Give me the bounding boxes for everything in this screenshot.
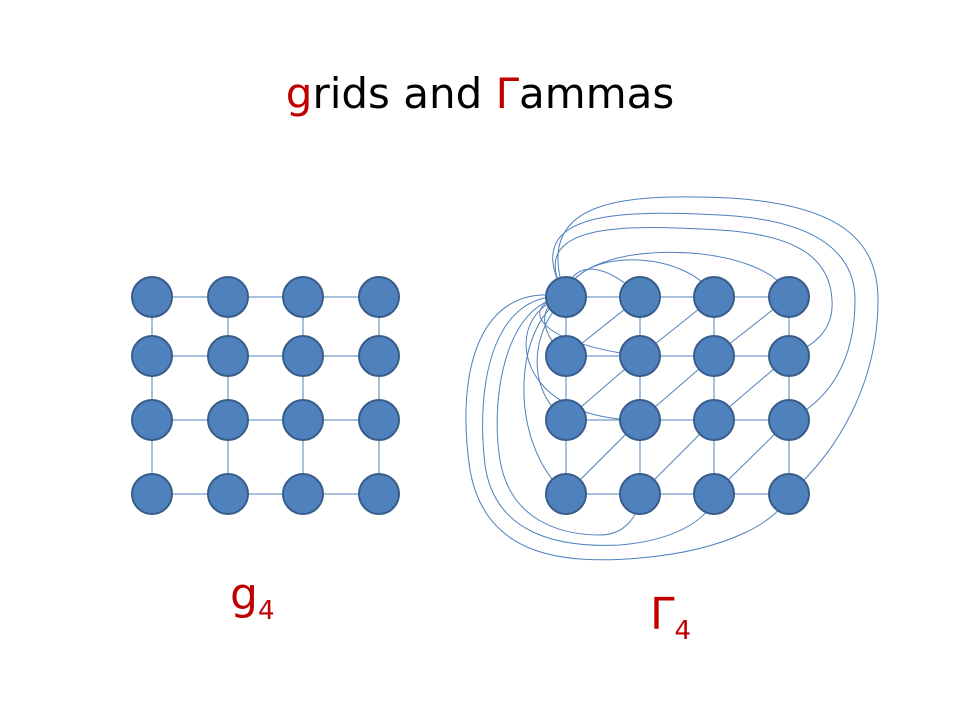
vertex: [768, 276, 810, 318]
curved-edge: [496, 296, 641, 536]
curved-edge: [482, 296, 715, 546]
vertex: [131, 276, 173, 318]
label-g4-main: g: [230, 569, 258, 620]
vertex: [282, 399, 324, 441]
vertex: [768, 473, 810, 515]
vertex: [545, 473, 587, 515]
vertex: [207, 276, 249, 318]
vertex: [545, 276, 587, 318]
vertex: [358, 473, 400, 515]
vertex: [693, 335, 735, 377]
vertex: [207, 473, 249, 515]
curved-edge: [525, 296, 641, 421]
title-part2: ammas: [519, 69, 675, 118]
vertex: [619, 276, 661, 318]
vertex: [131, 335, 173, 377]
vertex: [131, 473, 173, 515]
vertex: [768, 335, 810, 377]
vertex: [693, 473, 735, 515]
vertex: [207, 335, 249, 377]
label-g4-sub: 4: [257, 596, 275, 626]
vertex: [358, 276, 400, 318]
title-part1: rids and: [312, 69, 496, 118]
slide-title: grids and Γammas: [0, 66, 960, 122]
vertex: [545, 335, 587, 377]
grid-graph-g4: [131, 276, 400, 515]
curved-edge: [557, 196, 879, 495]
label-gamma4-main: Γ: [650, 589, 675, 640]
curved-edge: [554, 227, 833, 357]
vertex: [693, 276, 735, 318]
vertex: [545, 399, 587, 441]
vertex: [207, 399, 249, 441]
vertex: [619, 473, 661, 515]
curved-edge: [523, 296, 567, 495]
vertex: [131, 399, 173, 441]
curved-edge: [565, 251, 790, 298]
title-gamma-letter: Γ: [495, 69, 520, 118]
vertex: [619, 335, 661, 377]
vertex: [358, 335, 400, 377]
vertex: [693, 399, 735, 441]
vertex: [768, 399, 810, 441]
title-g-letter: g: [285, 69, 313, 118]
curved-edge: [552, 212, 856, 421]
label-gamma4-sub: 4: [674, 616, 692, 646]
label-g4: g4: [230, 569, 275, 627]
grid-graph-gamma4: [465, 196, 879, 561]
vertex: [282, 276, 324, 318]
curved-edge: [465, 294, 790, 561]
vertex: [282, 335, 324, 377]
label-gamma4: Γ4: [650, 589, 692, 647]
vertex: [282, 473, 324, 515]
vertex: [619, 399, 661, 441]
vertex: [358, 399, 400, 441]
